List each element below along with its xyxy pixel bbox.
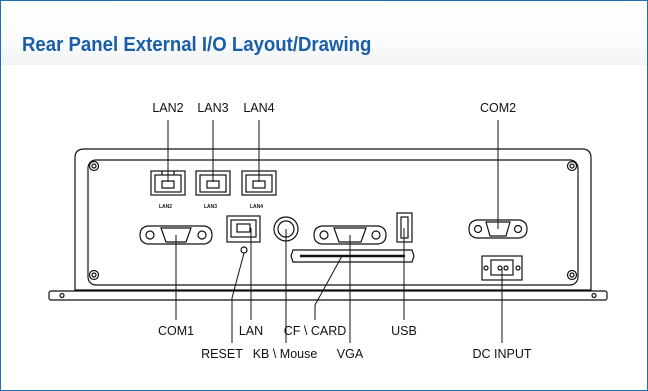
flange-hole-right	[591, 292, 597, 299]
lan-port	[226, 215, 261, 243]
lan3-label: LAN3	[197, 101, 228, 115]
figure-title: Rear Panel External I/O Layout/Drawing	[22, 34, 372, 56]
com2-port	[468, 219, 528, 239]
chassis-inner-panel	[87, 159, 579, 286]
corner-screw-tl	[88, 160, 100, 172]
header-band: Rear Panel External I/O Layout/Drawing	[1, 1, 647, 65]
kb-mouse-label: KB \ Mouse	[253, 347, 318, 361]
com1-label: COM1	[158, 324, 194, 338]
usb-label: USB	[391, 324, 417, 338]
lan4-label: LAN4	[243, 101, 274, 115]
reset-leader-a	[231, 252, 245, 299]
callout-lines	[167, 120, 503, 343]
dc-input-label: DC INPUT	[472, 347, 531, 361]
lan3-jack-mark: LAN3	[204, 204, 217, 210]
corner-screw-tr	[566, 160, 578, 172]
flange-hole-left	[59, 292, 65, 299]
cf-card-label: CF \ CARD	[284, 324, 347, 338]
lan-label: LAN	[239, 324, 263, 338]
lan2-jack-mark: LAN2	[159, 204, 172, 210]
chassis-outline	[74, 148, 592, 291]
corner-screw-bl	[88, 269, 100, 281]
com1-port	[139, 225, 213, 245]
vga-label: VGA	[337, 347, 364, 361]
vga-port	[313, 225, 387, 245]
mounting-flange	[48, 290, 608, 301]
cf-card-slot	[290, 249, 415, 263]
com2-label: COM2	[480, 101, 516, 115]
lan4-jack-mark: LAN4	[250, 204, 263, 210]
corner-screw-br	[566, 269, 578, 281]
cf-leader-a	[314, 255, 343, 306]
reset-label: RESET	[201, 347, 243, 361]
lan2-label: LAN2	[152, 101, 183, 115]
